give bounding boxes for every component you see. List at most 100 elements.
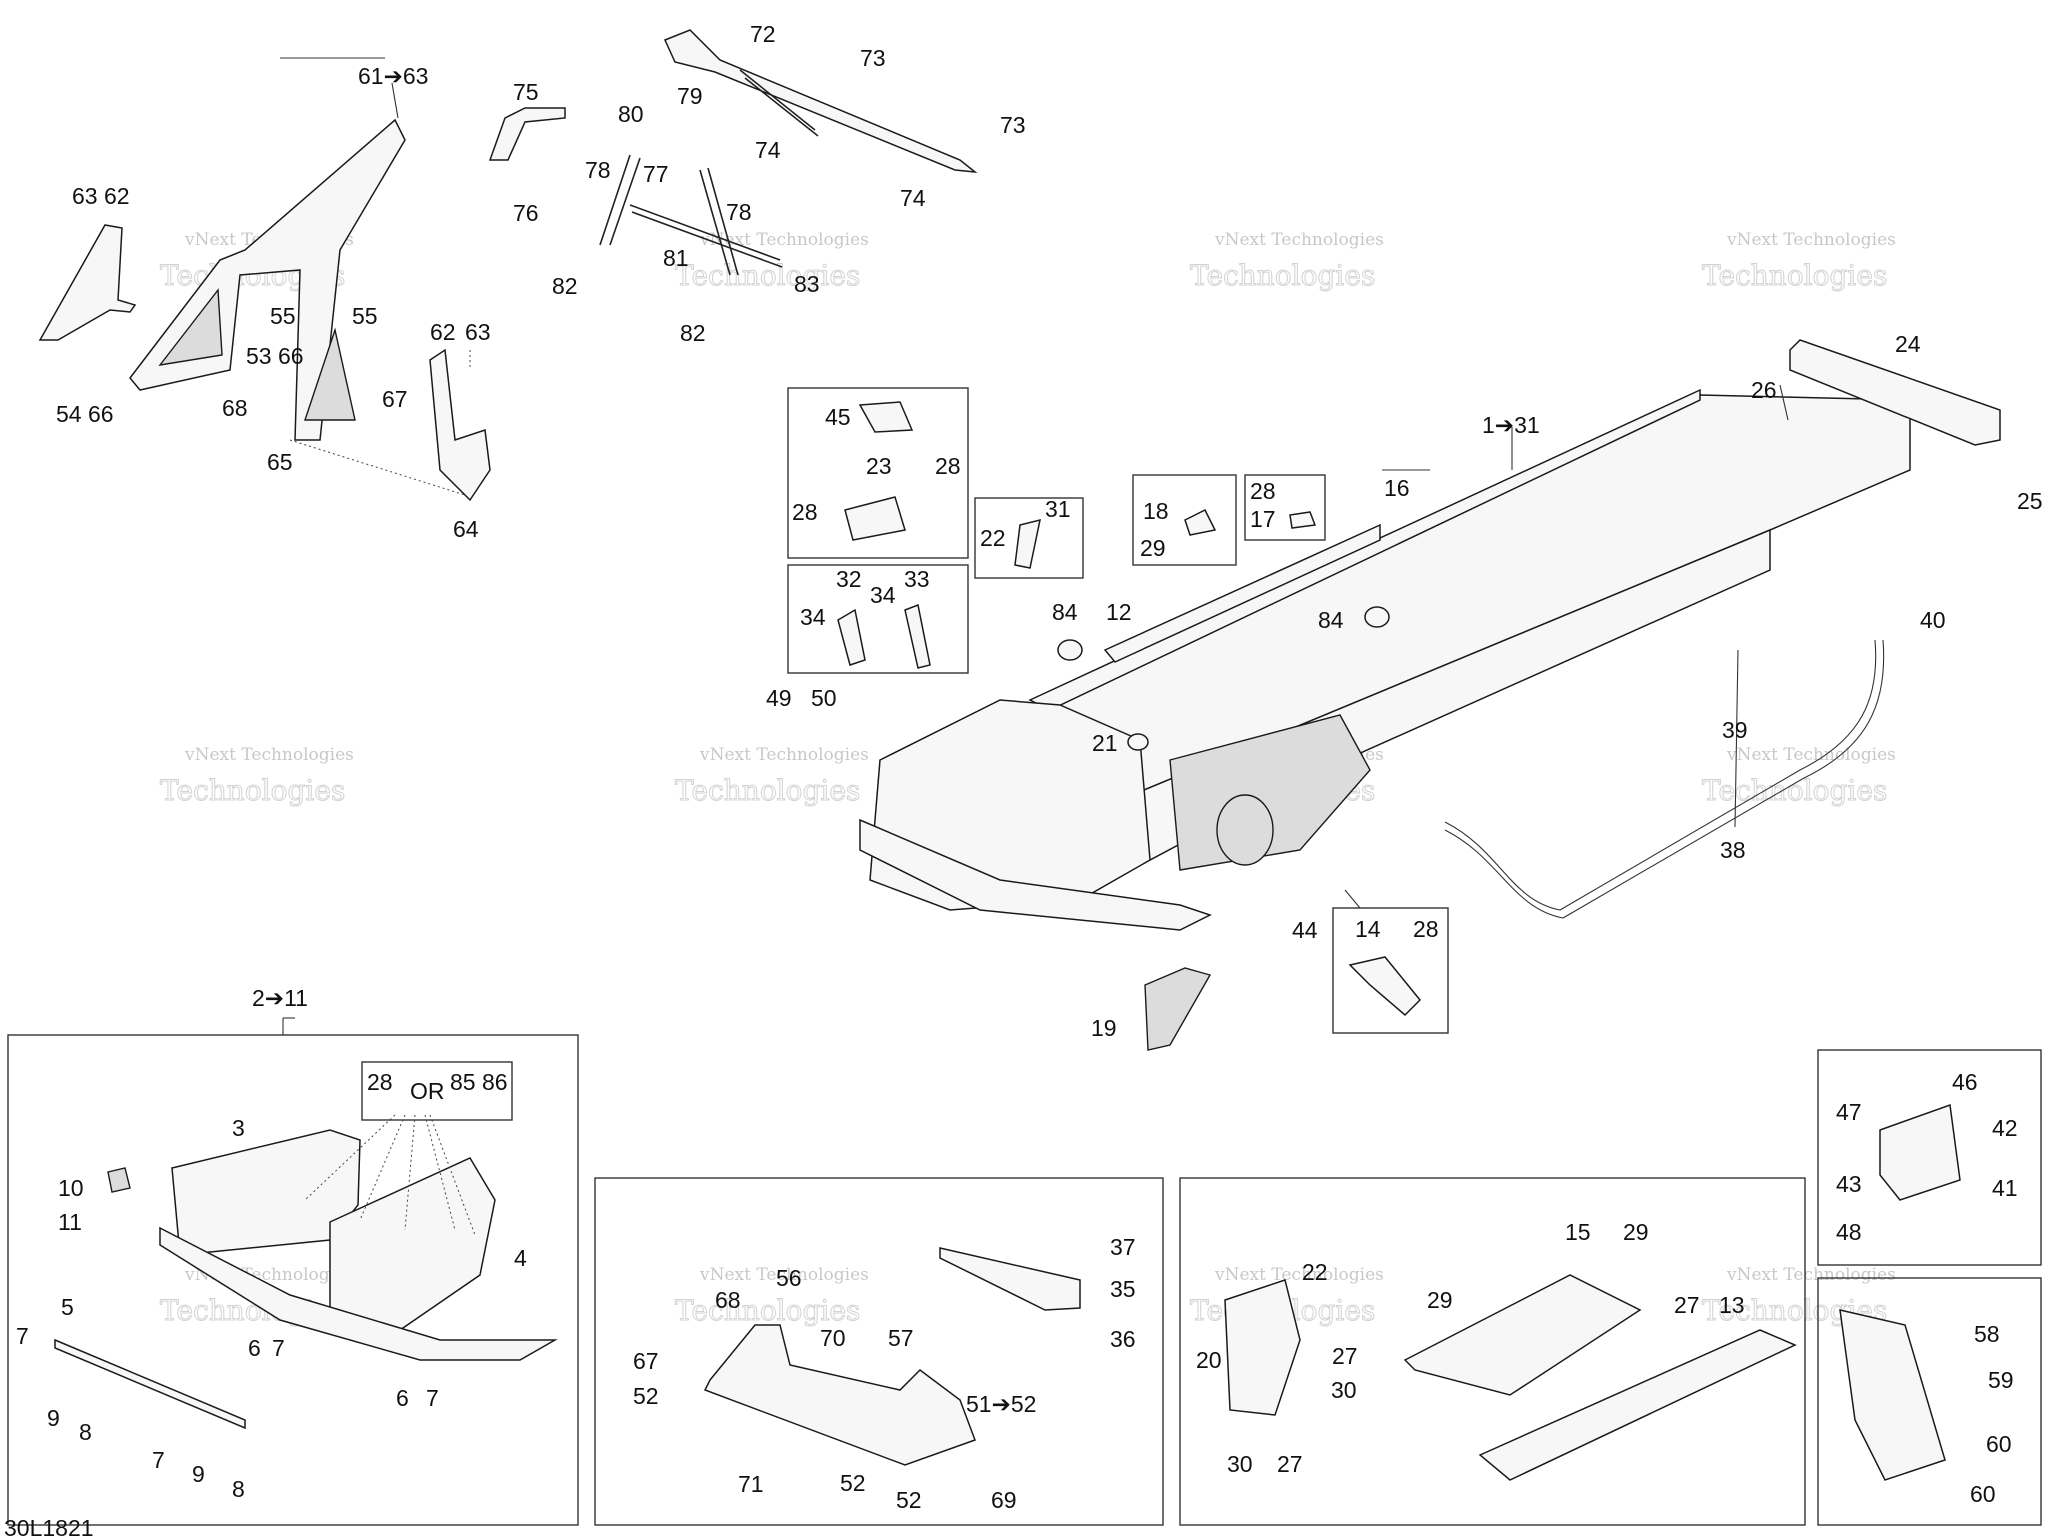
svg-text:vNext Technologies: vNext Technologies — [184, 745, 354, 765]
side-plate-62 — [38, 224, 137, 341]
steering-linkage-group — [488, 29, 978, 276]
callout-6: 6 — [248, 1335, 261, 1361]
detail-box-22-31 — [974, 497, 1084, 579]
watermark: vNext Technologies Technologies — [675, 745, 869, 808]
detail-box-32-34 — [787, 564, 969, 674]
callout-72: 72 — [750, 21, 776, 47]
callout-23: 23 — [866, 453, 892, 479]
callout-48: 48 — [1836, 1219, 1862, 1245]
callout-63: 63 — [72, 183, 98, 209]
watermark: vNext Technologies Technologies — [1702, 1265, 1896, 1328]
callout-57: 57 — [888, 1325, 914, 1351]
callout-29: 29 — [1623, 1219, 1649, 1245]
watermark: vNext Technologies Technologies — [1702, 230, 1896, 293]
callout-22: 22 — [1302, 1259, 1328, 1285]
callout-22: 22 — [980, 525, 1006, 551]
callout-34: 34 — [870, 582, 896, 608]
callout-32: 32 — [836, 566, 862, 592]
callout-9: 9 — [47, 1405, 60, 1431]
shield-15 — [1403, 1274, 1642, 1396]
leader-lines — [280, 57, 1789, 1035]
watermark: vNext Technologies Technologies — [675, 230, 869, 293]
callout-30: 30 — [1227, 1451, 1253, 1477]
callout-14: 14 — [1355, 916, 1381, 942]
svg-text:vNext Technologies: vNext Technologies — [1726, 230, 1896, 250]
svg-text:vNext Technologies: vNext Technologies — [1214, 230, 1384, 250]
callout-46: 46 — [1952, 1069, 1978, 1095]
callout-81: 81 — [663, 245, 689, 271]
callout-33: 33 — [904, 566, 930, 592]
callout-86: 86 — [482, 1069, 508, 1095]
plug-84b — [1364, 606, 1390, 628]
detail-box-58-60 — [1817, 1277, 2042, 1526]
callout-8: 8 — [79, 1419, 92, 1445]
diagram-code: 30L1821 — [4, 1515, 94, 1536]
callout-3: 3 — [232, 1115, 245, 1141]
svg-text:vNext Technologies: vNext Technologies — [699, 1265, 869, 1285]
callout-29: 29 — [1140, 535, 1166, 561]
shield-13 — [1478, 1329, 1797, 1481]
svg-text:vNext Technologies: vNext Technologies — [1726, 1265, 1896, 1285]
fastener-options-box — [361, 1061, 513, 1121]
callout-47: 47 — [1836, 1099, 1862, 1125]
triangle-web-right — [304, 327, 356, 421]
callout-7: 7 — [16, 1323, 29, 1349]
callout-61-63: 61➔63 — [358, 63, 428, 89]
rail-5 — [54, 1338, 246, 1430]
watermark: vNext Technologies Technologies — [1190, 230, 1384, 293]
svg-text:Technologies: Technologies — [675, 1294, 860, 1327]
svg-text:vNext Technologies: vNext Technologies — [1214, 1265, 1384, 1285]
skid-plate — [159, 1226, 558, 1361]
callout-73: 73 — [1000, 112, 1026, 138]
callout-12: 12 — [1106, 599, 1132, 625]
svg-text:vNext Technologies: vNext Technologies — [699, 230, 869, 250]
callout-76: 76 — [513, 200, 539, 226]
callout-28: 28 — [1413, 916, 1439, 942]
svg-text:vNext Technologies: vNext Technologies — [699, 745, 869, 765]
bracket-58 — [1839, 1309, 1946, 1481]
plug-84 — [1057, 639, 1083, 661]
callout-5: 5 — [61, 1294, 74, 1320]
callout-66: 66 — [278, 343, 304, 369]
callout-28: 28 — [367, 1069, 393, 1095]
callout-34: 34 — [800, 604, 826, 630]
callout-18: 18 — [1143, 498, 1169, 524]
callout-4: 4 — [514, 1245, 527, 1271]
bracket-10 — [107, 1167, 131, 1193]
front-skid-plate — [859, 818, 1212, 931]
callout-10: 10 — [58, 1175, 84, 1201]
svg-text:vNext Technologies: vNext Technologies — [1726, 745, 1896, 765]
callout-63: 63 — [465, 319, 491, 345]
callout-26: 26 — [1751, 377, 1777, 403]
detail-box-13-30 — [1179, 1177, 1806, 1526]
steering-hook-75 — [488, 107, 566, 161]
callout-50: 50 — [811, 685, 837, 711]
callout-84: 84 — [1318, 607, 1344, 633]
callout-19: 19 — [1091, 1015, 1117, 1041]
callout-7: 7 — [272, 1335, 285, 1361]
callout-39: 39 — [1722, 717, 1748, 743]
callout-7: 7 — [426, 1385, 439, 1411]
callout-67: 67 — [382, 386, 408, 412]
callout-62: 62 — [430, 319, 456, 345]
callout-79: 79 — [677, 83, 703, 109]
crossmember-51 — [703, 1324, 976, 1466]
callout-25: 25 — [2017, 488, 2043, 514]
callout-82: 82 — [552, 273, 578, 299]
callout-53: 53 — [246, 343, 272, 369]
callout-51-52: 51➔52 — [966, 1391, 1036, 1417]
watermark: vNext Technologies Technologies — [160, 745, 354, 808]
callout-70: 70 — [820, 1325, 846, 1351]
callout-54: 54 — [56, 401, 82, 427]
callout-1-31: 1➔31 — [1482, 412, 1540, 438]
svg-text:Technologies: Technologies — [675, 259, 860, 292]
svg-text:Technologies: Technologies — [1702, 774, 1887, 807]
svg-text:Technologies: Technologies — [1702, 259, 1887, 292]
callout-24: 24 — [1895, 331, 1921, 357]
callout-31: 31 — [1045, 496, 1071, 522]
callout-9: 9 — [192, 1461, 205, 1487]
callout-65: 65 — [267, 449, 293, 475]
callout-2-11: 2➔11 — [252, 985, 308, 1011]
callout-37: 37 — [1110, 1234, 1136, 1260]
